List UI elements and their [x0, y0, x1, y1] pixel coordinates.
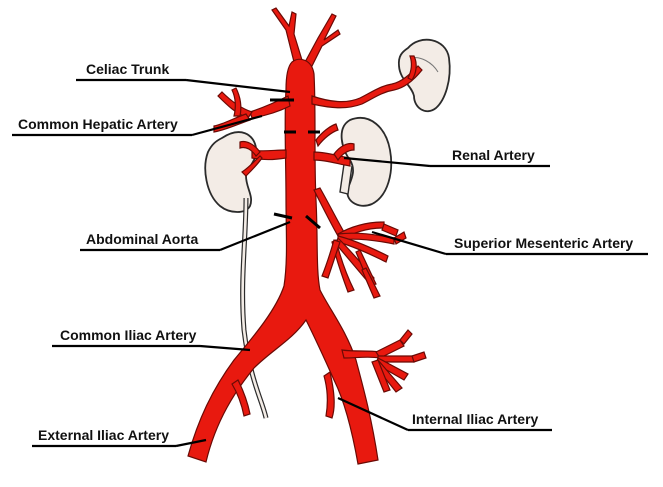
leader-common-hepatic	[191, 114, 263, 137]
label-abdominal-aorta: Abdominal Aorta	[86, 231, 199, 247]
leader-lines	[12, 78, 648, 448]
label-common-iliac-artery: Common Iliac Artery	[60, 327, 197, 343]
label-celiac-trunk: Celiac Trunk	[86, 61, 170, 77]
label-superior-mesenteric-artery: Superior Mesenteric Artery	[454, 235, 634, 251]
ureter-icon	[240, 163, 353, 419]
aorta-markers	[270, 98, 321, 230]
spleen-icon	[397, 38, 451, 113]
aorta-icon	[187, 7, 427, 465]
label-internal-iliac-artery: Internal Iliac Artery	[412, 411, 539, 427]
leader-renal	[343, 156, 431, 168]
leader-celiac-trunk	[185, 78, 291, 94]
leader-superior-mesenteric	[371, 230, 447, 256]
label-renal-artery: Renal Artery	[452, 147, 535, 163]
leader-common-iliac	[199, 344, 251, 352]
leader-external-iliac	[175, 438, 207, 448]
label-common-hepatic-artery: Common Hepatic Artery	[18, 116, 178, 132]
label-external-iliac-artery: External Iliac Artery	[38, 427, 169, 443]
leader-abdominal-aorta	[219, 220, 291, 252]
leader-internal-iliac	[337, 396, 409, 432]
